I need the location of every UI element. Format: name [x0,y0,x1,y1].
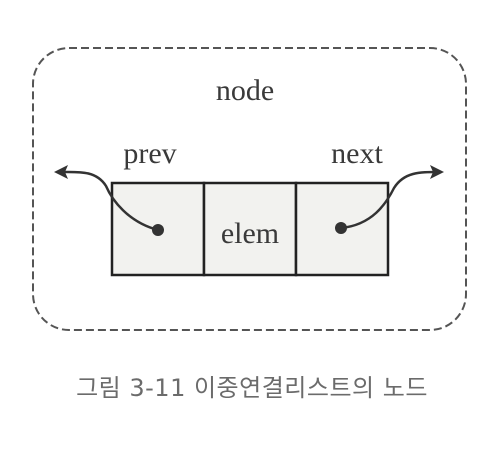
prev-label: prev [123,137,176,170]
next-pointer-dot [335,222,347,234]
figure-caption: 그림 3-11 이중연결리스트의 노드 [76,374,428,402]
prev-pointer [54,165,164,236]
next-pointer [335,165,444,234]
prev-pointer-curve [59,170,159,232]
prev-pointer-dot [152,224,164,236]
next-label: next [331,137,383,170]
node-container [32,47,467,331]
elem-label: elem [221,217,279,250]
prev-arrowhead-icon [54,165,68,179]
next-arrowhead-icon [430,165,444,179]
next-pointer-curve [340,170,439,230]
node-label: node [216,74,274,107]
node-box [110,181,390,277]
